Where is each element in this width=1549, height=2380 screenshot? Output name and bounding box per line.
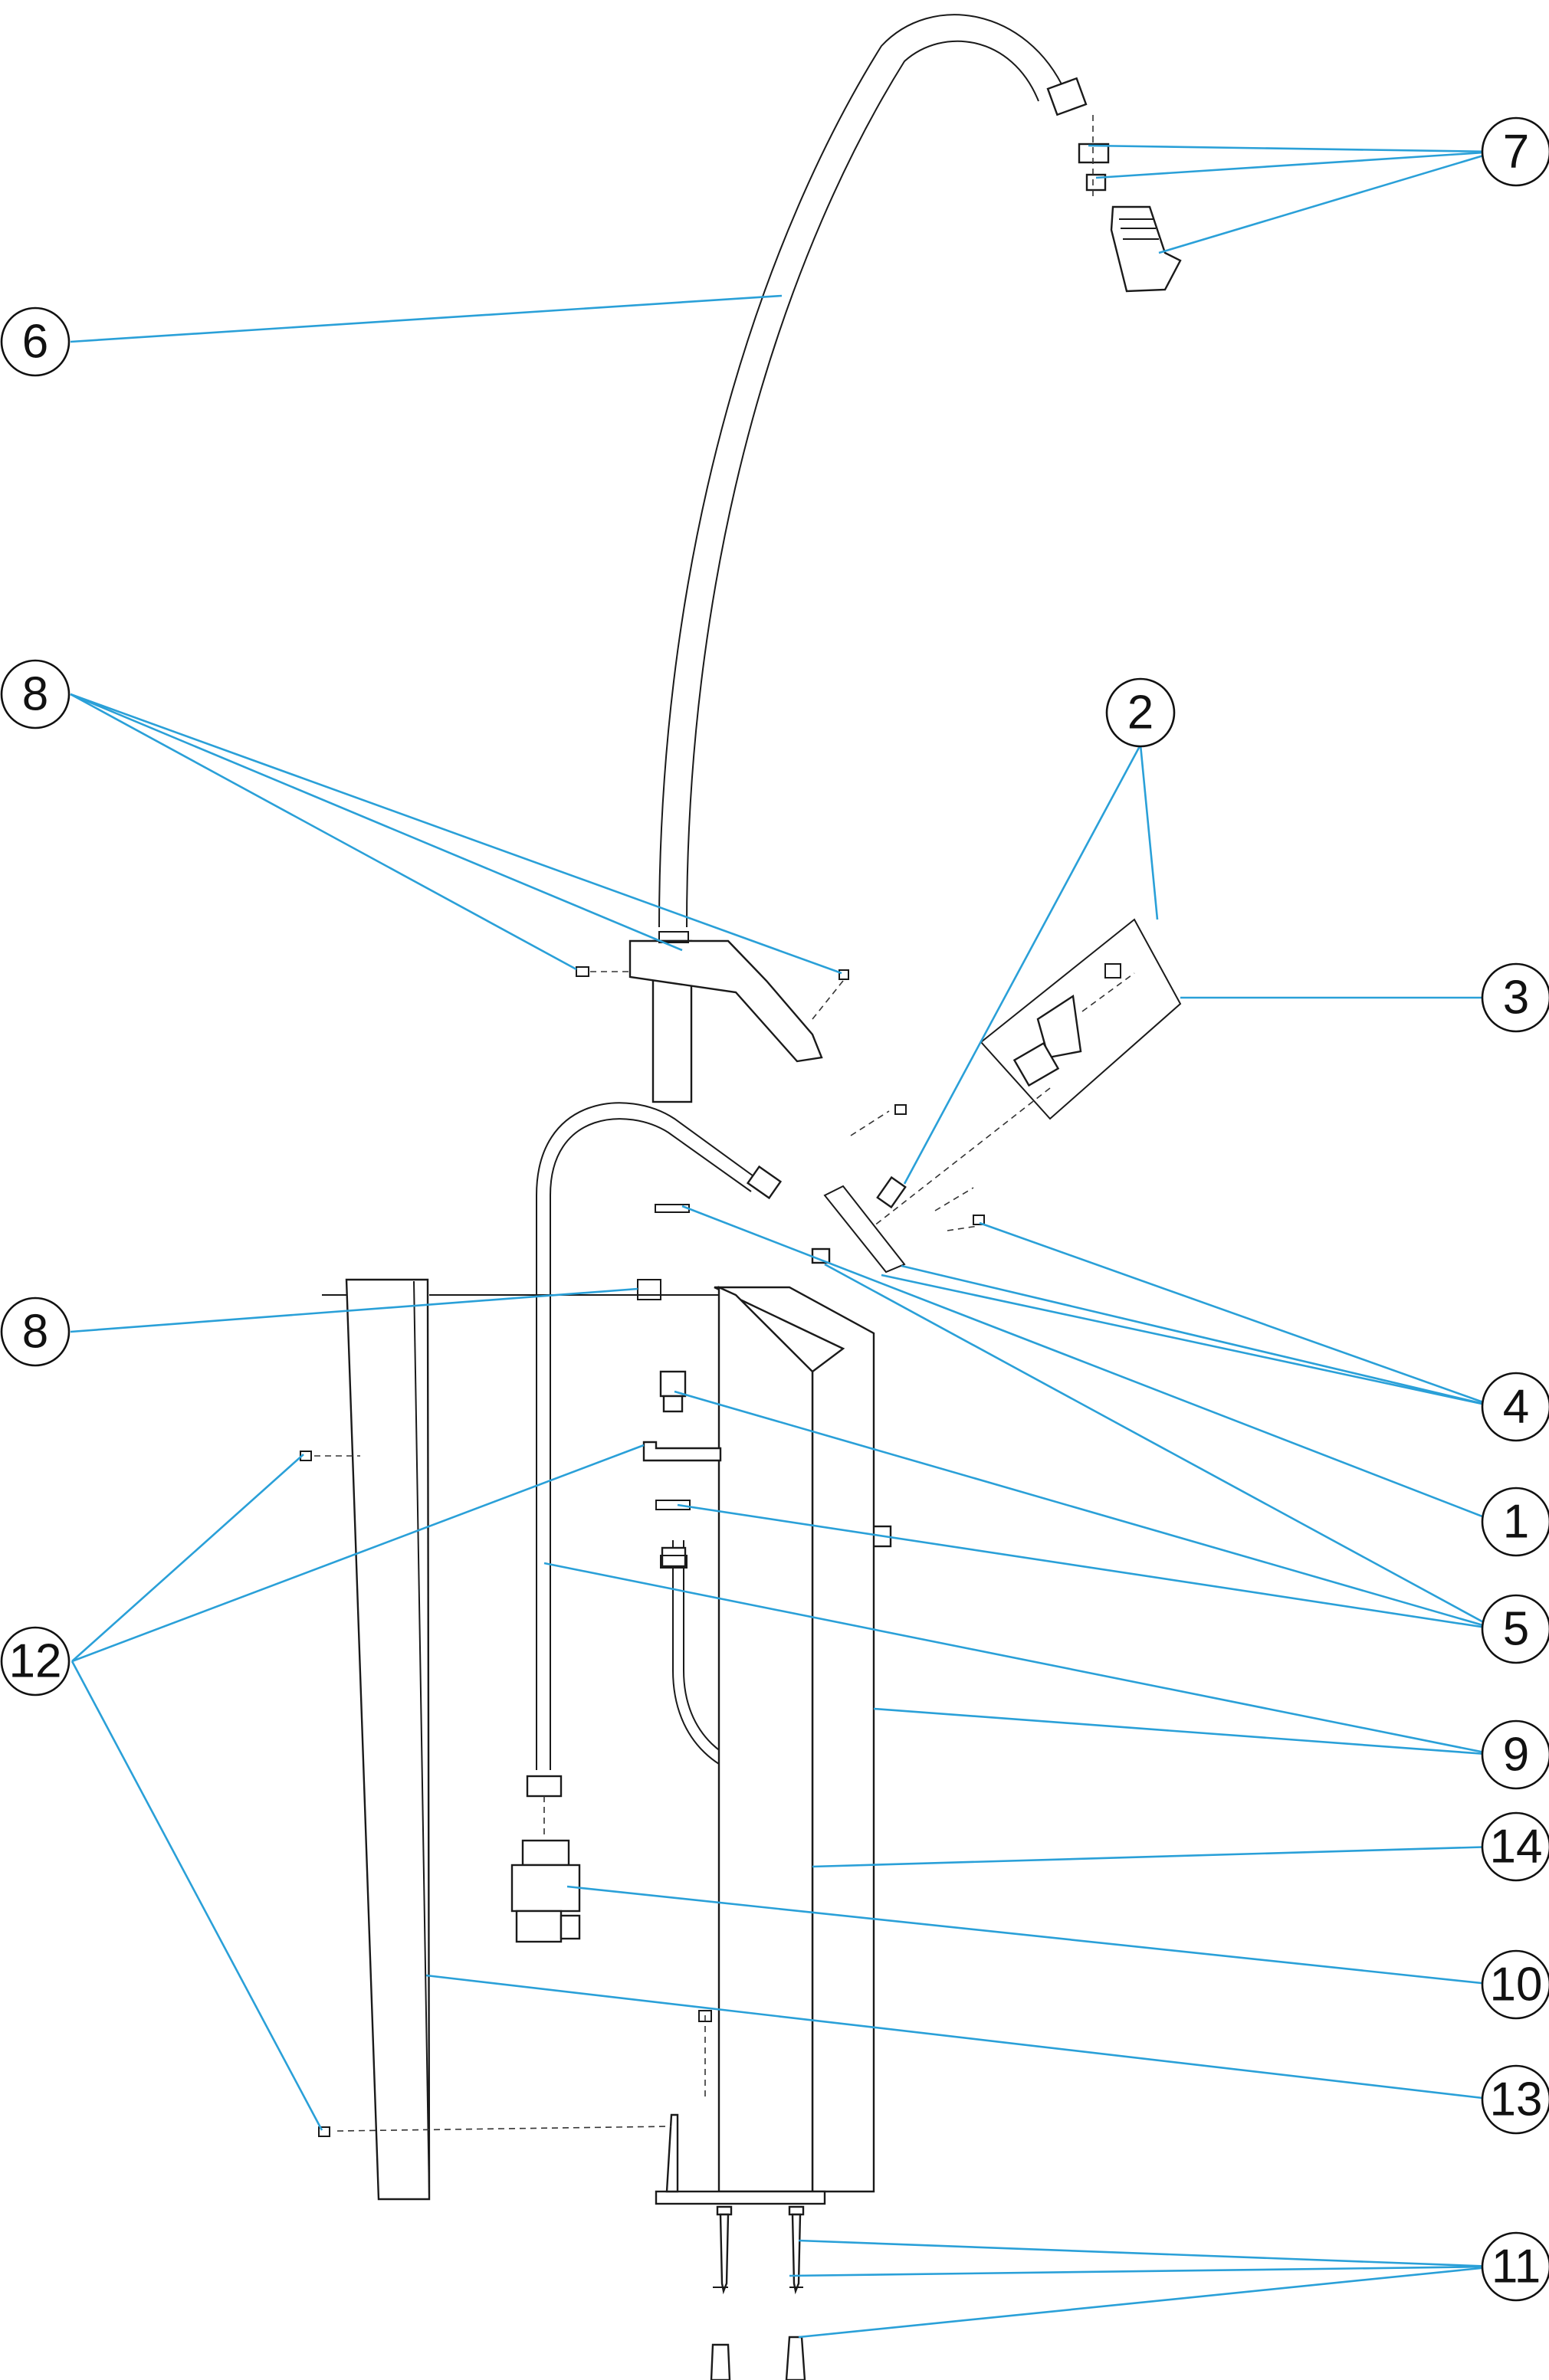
callout-8-lower: 8 (0, 1297, 71, 1367)
callout-6-label: 6 (22, 316, 48, 369)
callout-10-label: 10 (1490, 1959, 1543, 2011)
spout-pipe (658, 14, 1088, 928)
callout-1-label: 1 (1503, 1496, 1529, 1549)
callout-12-label: 12 (9, 1635, 62, 1688)
callout-3: 3 (1481, 962, 1549, 1033)
callout-13-label: 13 (1490, 2073, 1543, 2126)
callout-11-label: 11 (1492, 2241, 1541, 2293)
valve (510, 1775, 581, 1943)
callout-5-label: 5 (1503, 1603, 1529, 1656)
leader-lines (70, 144, 1497, 2339)
callout-3-label: 3 (1503, 972, 1529, 1024)
cartridge-parts (811, 1104, 985, 1274)
callout-9-label: 9 (1503, 1729, 1529, 1782)
fittings (637, 1204, 722, 1569)
callout-7: 7 (1481, 116, 1549, 187)
callout-9: 9 (1481, 1719, 1549, 1790)
cover-panel (300, 1278, 719, 2201)
callout-14: 14 (1481, 1811, 1549, 1882)
main-column (655, 1286, 875, 2205)
shower-head (1078, 115, 1182, 293)
callout-5: 5 (1481, 1594, 1549, 1664)
upper-bracket (576, 931, 849, 1103)
anchor-bolts (710, 2205, 806, 2380)
callout-8-lower-label: 8 (22, 1306, 48, 1359)
callout-11: 11 (1481, 2231, 1549, 2302)
callout-2-label: 2 (1127, 687, 1154, 739)
callout-13: 13 (1481, 2064, 1549, 2135)
callout-14-label: 14 (1490, 1821, 1543, 1874)
callout-4-label: 4 (1503, 1381, 1529, 1434)
callout-12: 12 (0, 1626, 71, 1696)
callout-8-upper-label: 8 (22, 668, 48, 721)
callout-8-upper: 8 (0, 659, 71, 729)
callout-4: 4 (1481, 1372, 1549, 1442)
callout-7-label: 7 (1503, 126, 1529, 179)
valve-detail-box (873, 918, 1182, 1227)
callout-1: 1 (1481, 1487, 1549, 1557)
callout-6: 6 (0, 307, 71, 377)
callout-10: 10 (1481, 1949, 1549, 2020)
callout-2: 2 (1105, 677, 1176, 748)
